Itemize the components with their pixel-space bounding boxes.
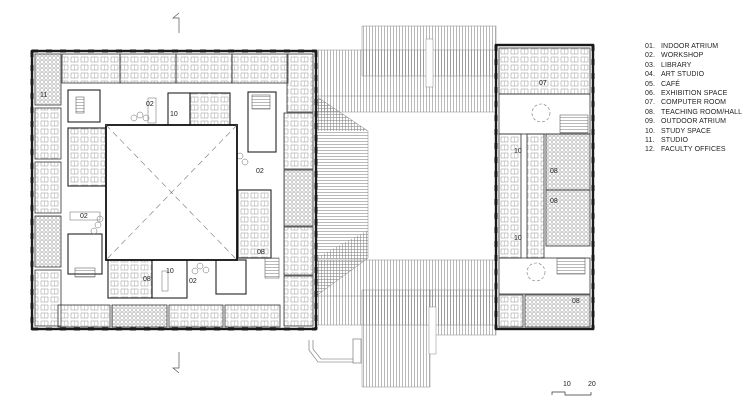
outdoor-atrium-roof — [315, 25, 497, 388]
room-label-workshop: 02 — [256, 168, 264, 175]
legend-item: 05.CAFÉ — [645, 80, 681, 88]
legend-item: 04.ART STUDIO — [645, 71, 705, 79]
room-label-study-space: 10 — [170, 111, 178, 118]
legend-item: 01.INDOOR ATRIUM — [645, 43, 719, 50]
legend: 01.INDOOR ATRIUM 02.WORKSHOP 03.LIBRARY … — [645, 42, 742, 155]
east-wing — [494, 43, 595, 331]
room-label-study-space: 10 — [514, 235, 522, 242]
legend-item: 08.TEACHING ROOM/HALL — [645, 108, 743, 116]
legend-item: 10.STUDY SPACE — [645, 127, 711, 135]
legend-item: 12.FACULTY OFFICES — [645, 146, 726, 154]
room-label-teaching-room: 08 — [143, 276, 151, 283]
room-label-study-space: 10 — [166, 268, 174, 275]
west-wing — [30, 49, 318, 331]
room-label-teaching-room: 08 — [572, 298, 580, 305]
legend-item: 03.LIBRARY — [645, 61, 692, 69]
room-label-teaching-room: 08 — [550, 168, 558, 175]
entrance-ramp — [308, 338, 362, 364]
room-label-workshop: 02 — [80, 213, 88, 220]
legend-item: 11.STUDIO — [645, 137, 689, 145]
room-label-studio: 11 — [40, 92, 48, 99]
scale-tick-10: 10 — [563, 381, 571, 388]
legend-item: 02.WORKSHOP — [645, 52, 704, 60]
section-marker-top — [172, 12, 180, 33]
room-label-computer-room: 07 — [539, 80, 547, 87]
scale-tick-20: 20 — [588, 381, 596, 388]
legend-item: 06.EXHIBITION SPACE — [645, 90, 728, 98]
room-label-study-space: 10 — [514, 148, 522, 155]
room-label-workshop: 02 — [189, 278, 197, 285]
room-label-teaching-room: 08 — [550, 198, 558, 205]
section-marker-bottom — [172, 352, 180, 374]
room-label-teaching-room: 08 — [257, 249, 265, 256]
legend-item: 07.COMPUTER ROOM — [645, 99, 727, 107]
legend-item: 09.OUTDOOR ATRIUM — [645, 118, 727, 126]
scale-bar-graphic — [551, 391, 592, 396]
room-label-workshop: 02 — [146, 101, 154, 108]
